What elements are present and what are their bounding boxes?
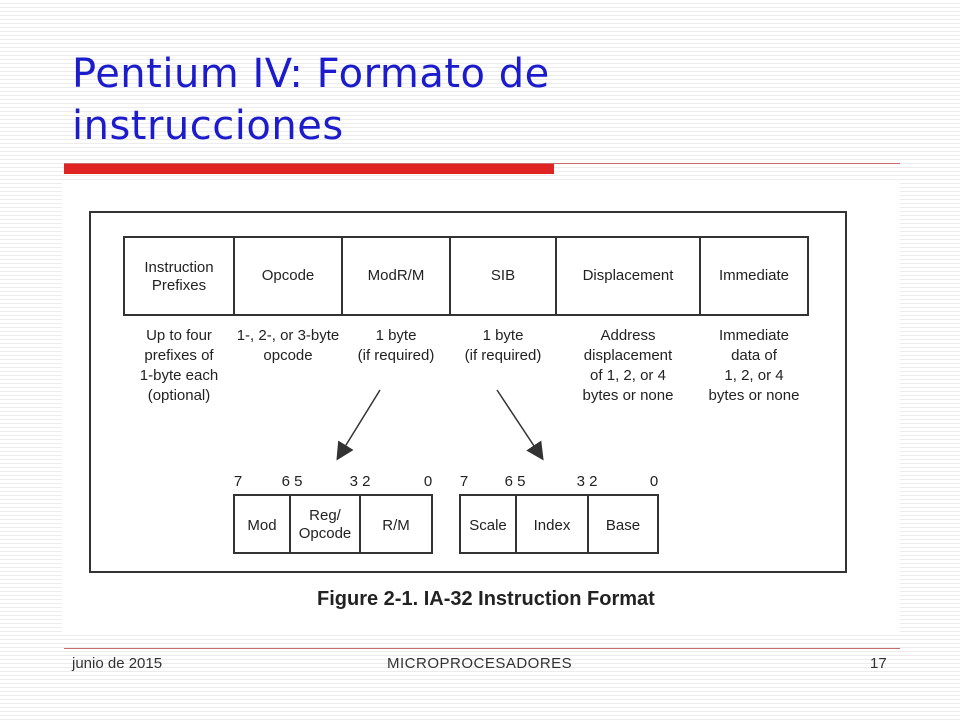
modrm-desc-line-2: (if required): [358, 347, 435, 364]
footer-date: junio de 2015: [72, 655, 163, 672]
instruction-format-figure: Instruction Prefixes Opcode ModR/M SIB D…: [62, 180, 900, 635]
sib-cell-index-label: Index: [534, 517, 571, 534]
instruction-fields-row: Instruction Prefixes Opcode ModR/M SIB D…: [123, 236, 809, 316]
figure-caption: Figure 2-1. IA-32 Instruction Format: [317, 588, 655, 610]
field-label-prefixes-line-2: Prefixes: [152, 277, 206, 294]
field-label-displacement: Displacement: [583, 267, 675, 284]
sib-cell-base: [587, 494, 659, 554]
sib-breakdown: 7 6 5 3 2 0 Scale Index Base: [459, 473, 659, 554]
immediate-desc-line-3: 1, 2, or 4: [724, 367, 783, 384]
field-label-modrm: ModR/M: [368, 267, 425, 284]
immediate-desc-line-4: bytes or none: [709, 387, 800, 404]
sib-desc-line-2: (if required): [465, 347, 542, 364]
slide-title-line-2: instrucciones: [72, 103, 344, 149]
field-label-immediate: Immediate: [719, 267, 789, 284]
prefixes-desc-line-2: prefixes of: [144, 347, 214, 364]
immediate-desc-line-1: Immediate: [719, 327, 789, 344]
field-label-opcode: Opcode: [262, 267, 315, 284]
field-label-prefixes-line-1: Instruction: [144, 259, 213, 276]
sib-expand-arrow: [496, 389, 544, 461]
footer-course-name: MICROPROCESADORES: [387, 655, 573, 672]
modrm-bit-0: 0: [424, 473, 432, 490]
displacement-desc-line-3: of 1, 2, or 4: [590, 367, 666, 384]
modrm-cell-rm: [359, 494, 433, 554]
modrm-cell-reg-label-line-1: Reg/: [309, 507, 342, 524]
modrm-cell-mod-label: Mod: [247, 517, 276, 534]
footer-divider-line: [64, 648, 900, 649]
slide-title-line-1: Pentium IV: Formato de: [72, 51, 550, 97]
sib-bit-0: 0: [650, 473, 658, 490]
sib-desc-line-1: 1 byte: [483, 327, 524, 344]
footer-page-number: 17: [870, 655, 887, 672]
displacement-desc-line-4: bytes or none: [583, 387, 674, 404]
modrm-expand-arrow: [336, 389, 381, 461]
sib-bit-6-5: 6 5: [505, 473, 526, 490]
sib-cell-base-label: Base: [606, 517, 640, 534]
modrm-cell-rm-label: R/M: [382, 517, 410, 534]
field-descriptions: Up to four prefixes of 1-byte each (opti…: [140, 327, 800, 404]
sib-bit-7: 7: [460, 473, 468, 490]
title-divider-line: [64, 163, 900, 164]
modrm-desc-line-1: 1 byte: [376, 327, 417, 344]
field-box-immediate: [699, 236, 809, 316]
prefixes-desc-line-4: (optional): [148, 387, 211, 404]
sib-bit-3-2: 3 2: [577, 473, 598, 490]
modrm-cell-reg-label-line-2: Opcode: [299, 525, 352, 542]
modrm-bit-3-2: 3 2: [350, 473, 371, 490]
sib-cell-scale-label: Scale: [469, 517, 507, 534]
figure-frame: [89, 211, 847, 573]
figure-drawing: Instruction Prefixes Opcode ModR/M SIB D…: [89, 211, 847, 610]
title-accent-bar: [64, 164, 554, 174]
modrm-cell-reg-opcode: [289, 494, 361, 554]
opcode-desc-line-1: 1-, 2-, or 3-byte: [237, 327, 340, 344]
modrm-bit-7: 7: [234, 473, 242, 490]
modrm-breakdown: 7 6 5 3 2 0 Mod Reg/ Opcode R/M: [233, 473, 433, 554]
opcode-desc-line-2: opcode: [263, 347, 312, 364]
field-box-prefixes: [123, 236, 235, 316]
prefixes-desc-line-1: Up to four: [146, 327, 212, 344]
field-label-sib: SIB: [491, 267, 515, 284]
immediate-desc-line-2: data of: [731, 347, 778, 364]
displacement-desc-line-1: Address: [600, 327, 655, 344]
prefixes-desc-line-3: 1-byte each: [140, 367, 218, 384]
displacement-desc-line-2: displacement: [584, 347, 673, 364]
slide-title: Pentium IV: Formato de instrucciones: [72, 48, 892, 152]
modrm-bit-6-5: 6 5: [282, 473, 303, 490]
